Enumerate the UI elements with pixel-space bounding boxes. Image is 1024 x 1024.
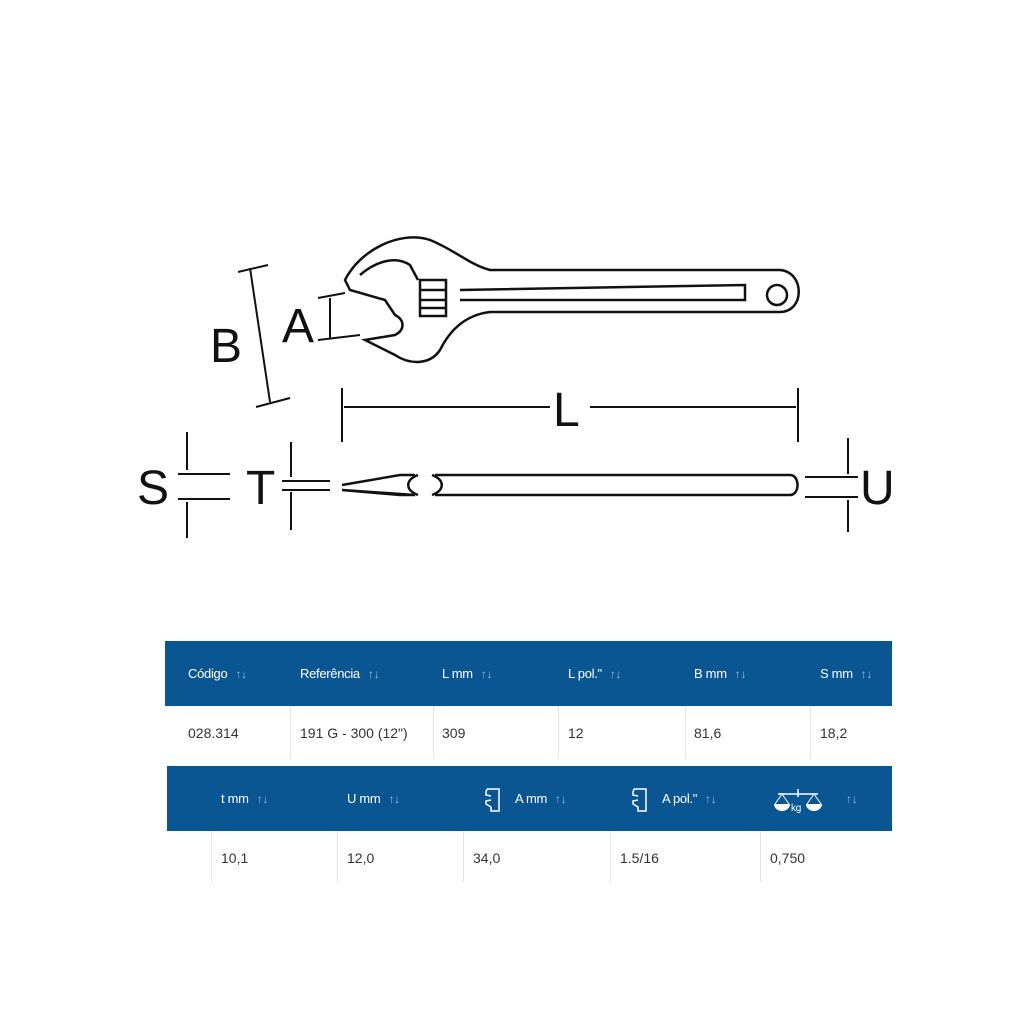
cell-a-pol: 1.5/16 <box>620 850 659 866</box>
sort-icon[interactable]: ↑↓ <box>256 792 269 806</box>
dimension-lines <box>178 264 858 538</box>
cell-s-mm: 18,2 <box>820 725 848 741</box>
table-row: 10,1 12,0 34,0 1.5/16 0,750 <box>167 831 892 883</box>
sort-icon[interactable]: ↑↓ <box>555 792 567 806</box>
col-a-mm[interactable]: A mm↑↓ <box>483 766 567 831</box>
sort-icon[interactable]: ↑↓ <box>480 667 493 681</box>
cell-l-mm: 309 <box>442 725 466 741</box>
sort-icon[interactable]: ↑↓ <box>846 792 858 806</box>
cell-codigo: 028.314 <box>188 725 239 741</box>
sort-icon[interactable]: ↑↓ <box>235 667 247 681</box>
table-row: 028.314 191 G - 300 (12") 309 12 81,6 18… <box>165 706 892 758</box>
col-weight[interactable]: kg ↑↓ <box>772 766 858 831</box>
col-codigo[interactable]: Código↑↓ <box>188 666 247 681</box>
sort-icon[interactable]: ↑↓ <box>609 667 622 681</box>
sort-icon[interactable]: ↑↓ <box>388 792 400 806</box>
col-a-pol[interactable]: A pol."↑↓ <box>630 766 717 831</box>
label-b: B <box>210 320 242 373</box>
col-referencia[interactable]: Referência↑↓ <box>300 666 380 681</box>
spec-table-1: Código↑↓ Referência↑↓ L mm↑↓ L pol."↑↓ B… <box>165 641 892 758</box>
col-b-mm[interactable]: B mm↑↓ <box>694 666 747 681</box>
jaw-opening-icon <box>485 787 500 812</box>
col-l-pol[interactable]: L pol."↑↓ <box>568 666 622 681</box>
cell-t-mm: 10,1 <box>221 850 249 866</box>
wrench-side-view <box>341 473 799 497</box>
label-u: U <box>860 462 895 515</box>
weight-scale-icon: kg <box>774 788 822 813</box>
sort-icon[interactable]: ↑↓ <box>860 667 873 681</box>
label-s: S <box>137 462 169 515</box>
wrench-dimension-diagram: B A L S T U <box>137 236 895 538</box>
cell-a-mm: 34,0 <box>473 850 501 866</box>
col-u-mm[interactable]: U mm↑↓ <box>347 791 400 806</box>
jaw-opening-icon <box>632 787 647 812</box>
sort-icon[interactable]: ↑↓ <box>367 667 380 681</box>
col-t-mm[interactable]: t mm↑↓ <box>221 791 269 806</box>
cell-u-mm: 12,0 <box>347 850 375 866</box>
wrench-top-view <box>343 236 800 364</box>
cell-b-mm: 81,6 <box>694 725 722 741</box>
cell-weight: 0,750 <box>770 850 806 866</box>
label-t: T <box>246 462 275 515</box>
sort-icon[interactable]: ↑↓ <box>705 792 717 806</box>
svg-text:kg: kg <box>791 803 801 813</box>
label-a: A <box>282 300 314 353</box>
col-s-mm[interactable]: S mm↑↓ <box>820 666 873 681</box>
label-l: L <box>553 384 580 437</box>
sort-icon[interactable]: ↑↓ <box>734 667 747 681</box>
spec-table-2: t mm↑↓ U mm↑↓ A mm↑↓ A pol."↑↓ kg ↑↓ 10,1… <box>167 766 892 883</box>
col-l-mm[interactable]: L mm↑↓ <box>442 666 493 681</box>
cell-referencia: 191 G - 300 (12") <box>300 725 408 741</box>
cell-l-pol: 12 <box>568 725 584 741</box>
